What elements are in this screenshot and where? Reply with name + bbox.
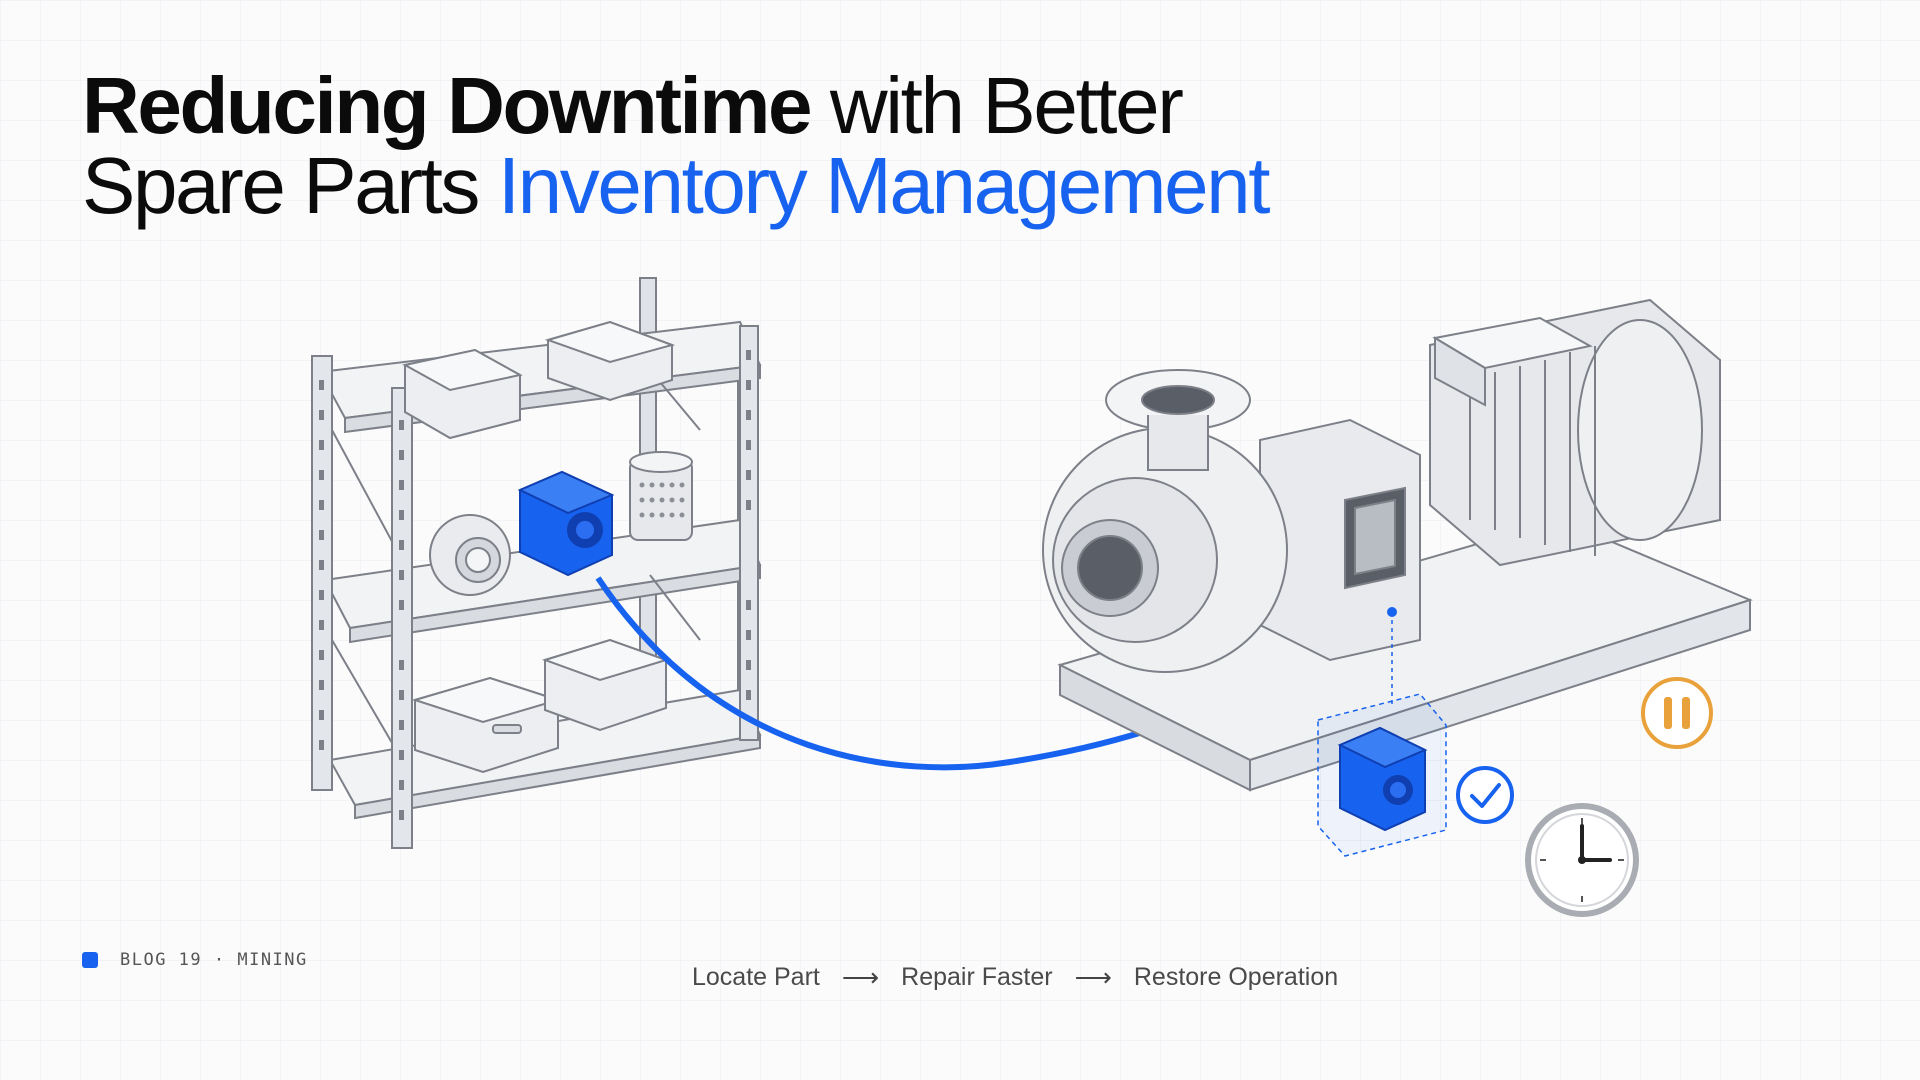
shelf-illustration <box>311 277 762 849</box>
flow-step-restore: Restore Operation <box>1133 963 1339 991</box>
check-icon <box>1456 766 1514 824</box>
arrow-right-icon: ⟶ <box>1074 962 1112 992</box>
flow-step-repair: Repair Faster <box>901 963 1053 991</box>
spare-part-icon <box>517 470 615 577</box>
replacement-part-highlight <box>1317 607 1447 857</box>
process-flow: Locate Part ⟶ Repair Faster ⟶ Restore Op… <box>692 962 1338 993</box>
pause-icon <box>1641 677 1713 749</box>
title-line2: Spare Parts <box>82 141 498 230</box>
clock-icon <box>1525 803 1639 917</box>
title-rest: with Better <box>810 61 1184 150</box>
title-accent: Inventory Management <box>497 141 1271 230</box>
arrow-right-icon: ⟶ <box>841 962 880 992</box>
blog-tag: BLOG 19 · MINING <box>82 950 308 970</box>
tag-label: BLOG 19 · MINING <box>120 950 308 970</box>
tag-marker-icon <box>82 952 98 968</box>
page-title: Reducing Downtime with Better Spare Part… <box>82 66 1271 226</box>
flow-step-locate: Locate Part <box>692 963 820 991</box>
title-emphasis: Reducing Downtime <box>82 61 813 150</box>
